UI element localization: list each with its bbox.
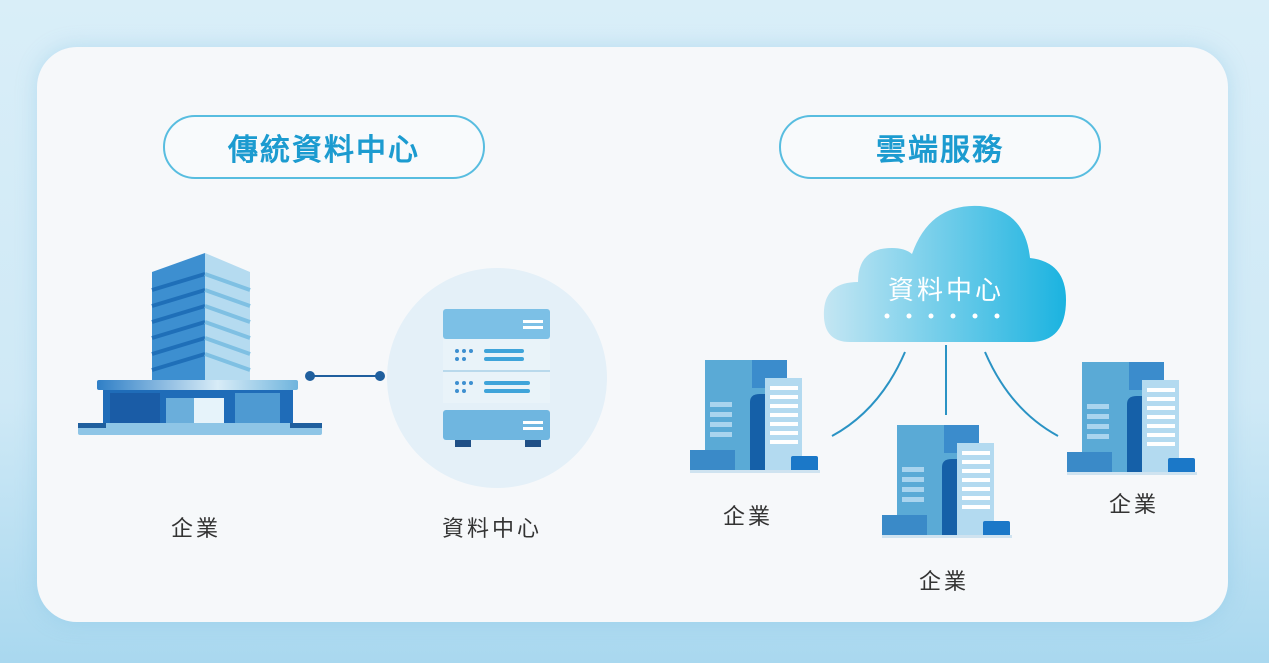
- enterprise-building-icon: [690, 360, 820, 473]
- enterprise-building-icon: [78, 253, 322, 435]
- traditional-title-pill: 傳統資料中心: [163, 115, 485, 179]
- enterprise-building-icon: [882, 425, 1012, 538]
- enterprise-building-icon: [1067, 362, 1197, 475]
- enterprise-label: 企業: [170, 517, 222, 542]
- cloud-icon: [823, 205, 1066, 342]
- cloud-enterprise-label: 企業: [722, 505, 774, 530]
- connection-line: [305, 371, 385, 381]
- datacenter-label: 資料中心: [441, 517, 543, 542]
- traditional-title: 傳統資料中心: [228, 133, 420, 168]
- cloud-datacenter-label: 資料中心: [887, 276, 1005, 306]
- cloud-enterprise-label: 企業: [918, 570, 970, 595]
- server-rack-icon: [443, 309, 550, 447]
- cloud-title-pill: 雲端服務: [779, 115, 1101, 179]
- cloud-connections: [831, 345, 1059, 437]
- cloud-enterprise-label: 企業: [1108, 493, 1160, 518]
- cloud-dots: [884, 313, 1000, 319]
- cloud-title: 雲端服務: [876, 133, 1004, 168]
